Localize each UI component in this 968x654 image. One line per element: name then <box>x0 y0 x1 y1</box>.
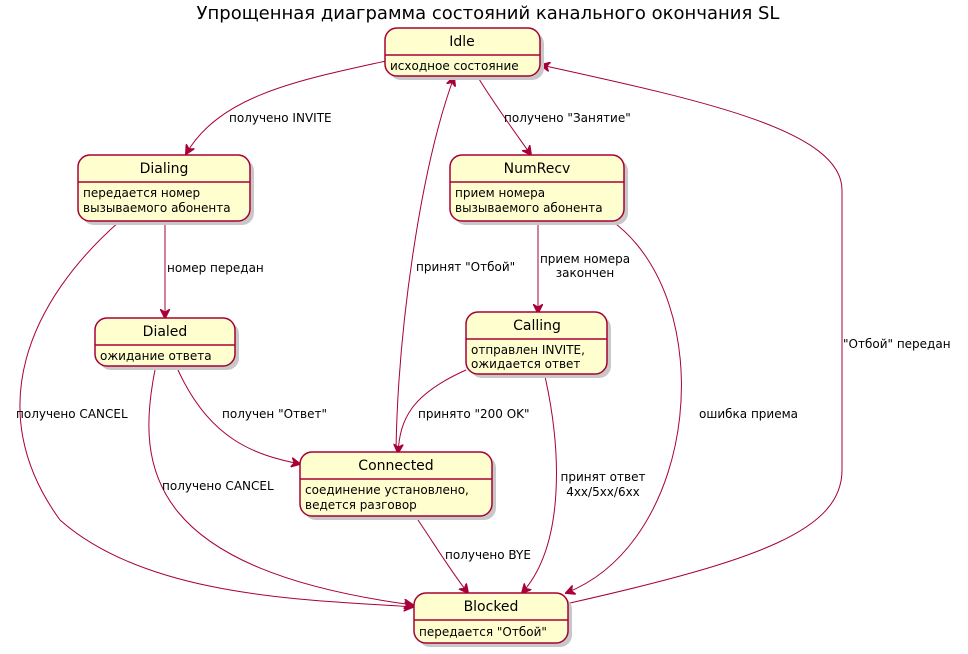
state-desc-line: передается номер <box>83 186 200 200</box>
state-desc-line: отправлен INVITE, <box>471 343 585 357</box>
edge-calling-blocked <box>522 371 557 593</box>
edge-idle-numrecv <box>478 78 531 155</box>
state-desc-line: прием номера <box>455 186 545 200</box>
label-dialed-blocked: получено CANCEL <box>162 479 274 493</box>
edge-blocked-idle <box>541 65 843 604</box>
edge-dialed-blocked <box>148 369 413 605</box>
diagram-title: Упрощенная диаграмма состояний канальног… <box>197 3 780 24</box>
state-name: NumRecv <box>504 161 571 177</box>
label-calling-blocked: 4xx/5xx/6xx <box>566 485 640 499</box>
state-idle: Idle исходное состояние <box>384 27 544 80</box>
state-desc-line: ожидание ответа <box>100 349 212 363</box>
label-calling-blocked: принят ответ <box>561 470 646 484</box>
state-name: Idle <box>449 34 475 50</box>
label-idle-numrecv: получено "Занятие" <box>504 111 631 125</box>
state-calling: Calling отправлен INVITE, ожидается отве… <box>465 311 611 378</box>
edge-dialed-connected <box>177 369 300 464</box>
label-dialing-blocked: получено CANCEL <box>16 407 128 421</box>
state-name: Dialed <box>143 324 188 340</box>
label-connected-idle: принят "Отбой" <box>416 260 515 274</box>
state-dialing: Dialing передается номер вызываемого або… <box>77 154 254 225</box>
label-dialed-connected: получен "Ответ" <box>222 407 327 421</box>
state-name: Blocked <box>464 599 519 615</box>
edge-calling-connected <box>398 369 467 453</box>
state-numrecv: NumRecv прием номера вызываемого абонент… <box>449 154 628 225</box>
edge-idle-dialing <box>186 60 387 154</box>
edge-connected-blocked <box>415 516 468 593</box>
edge-dialing-blocked <box>19 220 413 607</box>
state-blocked: Blocked передается "Отбой" <box>413 592 572 647</box>
state-desc-line: ожидается ответ <box>471 357 580 371</box>
state-desc-line: ведется разговор <box>305 498 417 512</box>
label-blocked-idle: "Отбой" передан <box>843 337 951 351</box>
state-desc-line: соединение установлено, <box>305 483 469 497</box>
transitions <box>19 60 843 607</box>
label-connected-blocked: получено BYE <box>445 548 531 562</box>
states: Idle исходное состояние Dialing передает… <box>77 27 628 647</box>
label-numrecv-blocked: ошибка приема <box>699 407 798 421</box>
state-desc-line: исходное состояние <box>390 59 519 73</box>
state-name: Dialing <box>140 161 189 177</box>
label-numrecv-calling: прием номера <box>540 252 630 266</box>
state-name: Calling <box>513 318 561 334</box>
state-desc-line: передается "Отбой" <box>419 625 547 639</box>
edge-connected-idle <box>395 77 454 451</box>
transition-labels: получено INVITE получено "Занятие" номер… <box>16 111 951 562</box>
state-name: Connected <box>358 458 433 474</box>
state-desc-line: вызываемого абонента <box>455 201 603 215</box>
edge-numrecv-blocked <box>566 220 682 593</box>
state-desc-line: вызываемого абонента <box>83 201 231 215</box>
label-dialing-dialed: номер передан <box>167 261 264 275</box>
state-dialed: Dialed ожидание ответа <box>94 317 239 370</box>
label-calling-connected: принято "200 OK" <box>418 407 530 421</box>
label-numrecv-calling: закончен <box>556 266 615 280</box>
label-idle-dialing: получено INVITE <box>229 111 332 125</box>
state-connected: Connected соединение установлено, ведетс… <box>299 451 496 520</box>
